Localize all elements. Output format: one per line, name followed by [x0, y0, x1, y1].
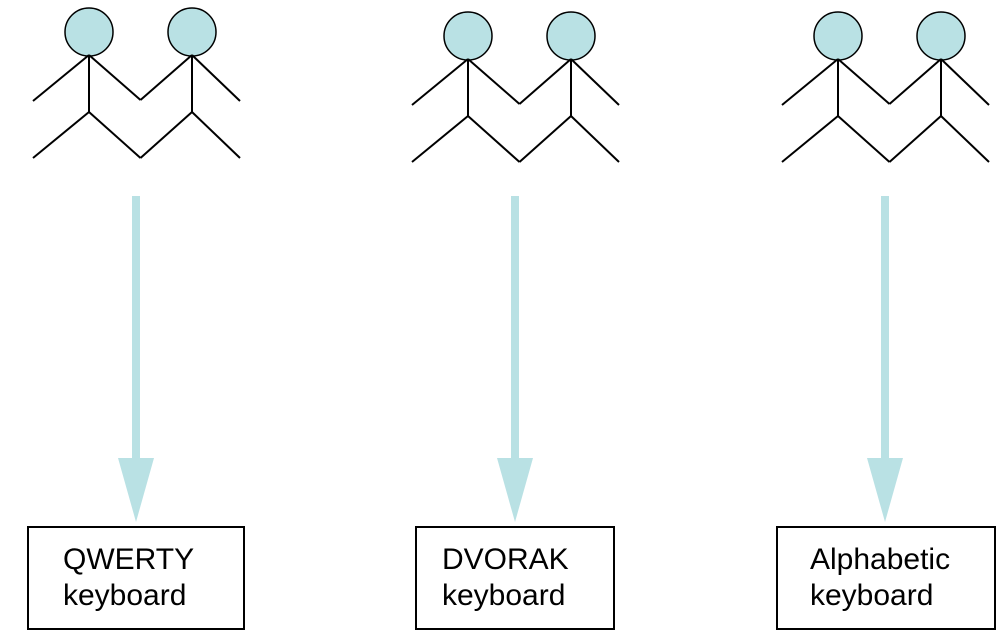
dvorak-stick-segment	[518, 58, 572, 105]
qwerty-stick-segment	[191, 54, 241, 102]
dvorak-user-pair	[411, 11, 620, 163]
alphabetic-keyboard-label: Alphabetic keyboard	[810, 542, 950, 614]
qwerty-label-line2: keyboard	[63, 579, 187, 612]
alphabetic-user-pair	[781, 11, 990, 163]
qwerty-stick-segment	[88, 111, 142, 159]
alphabetic-person-1-head-icon	[813, 11, 863, 61]
dvorak-arrow-head	[497, 458, 533, 522]
qwerty-arrow-head	[118, 458, 154, 522]
qwerty-keyboard-box: QWERTY keyboard	[27, 526, 245, 630]
alphabetic-stick-segment	[888, 58, 942, 105]
alphabetic-stick-segment	[781, 115, 839, 163]
alphabetic-stick-segment	[781, 58, 839, 106]
dvorak-label-line2: keyboard	[442, 579, 566, 612]
alphabetic-label-line2: keyboard	[810, 579, 934, 612]
alphabetic-keyboard-box: Alphabetic keyboard	[776, 526, 996, 630]
dvorak-person-1-head-icon	[443, 11, 493, 61]
qwerty-stick-segment	[139, 111, 193, 159]
dvorak-keyboard-label: DVORAK keyboard	[442, 542, 569, 614]
qwerty-stick-segment	[139, 54, 193, 101]
qwerty-person-1-head-icon	[64, 7, 114, 57]
alphabetic-stick-segment	[940, 115, 990, 163]
qwerty-person-2-head-icon	[167, 7, 217, 57]
alphabetic-stick-segment	[837, 58, 891, 105]
alphabetic-label-line1: Alphabetic	[810, 543, 951, 576]
qwerty-stick-segment	[32, 54, 90, 102]
qwerty-label-line1: QWERTY	[63, 543, 195, 576]
dvorak-stick-segment	[411, 58, 469, 106]
qwerty-stick-segment	[191, 111, 241, 159]
dvorak-keyboard-box: DVORAK keyboard	[415, 526, 615, 630]
dvorak-stick-segment	[467, 115, 521, 163]
qwerty-stick-segment	[88, 54, 142, 101]
dvorak-stick-segment	[570, 115, 620, 163]
alphabetic-stick-segment	[940, 58, 990, 106]
alphabetic-arrow-head	[867, 458, 903, 522]
alphabetic-person-2-head-icon	[916, 11, 966, 61]
dvorak-stick-segment	[570, 58, 620, 106]
dvorak-person-2-head-icon	[546, 11, 596, 61]
dvorak-stick-segment	[467, 58, 521, 105]
qwerty-user-pair	[32, 7, 241, 159]
alphabetic-stick-segment	[888, 115, 942, 163]
qwerty-stick-segment	[32, 111, 90, 159]
dvorak-stick-segment	[411, 115, 469, 163]
qwerty-keyboard-label: QWERTY keyboard	[63, 542, 194, 614]
dvorak-label-line1: DVORAK	[442, 543, 569, 576]
dvorak-stick-segment	[518, 115, 572, 163]
alphabetic-stick-segment	[837, 115, 891, 163]
